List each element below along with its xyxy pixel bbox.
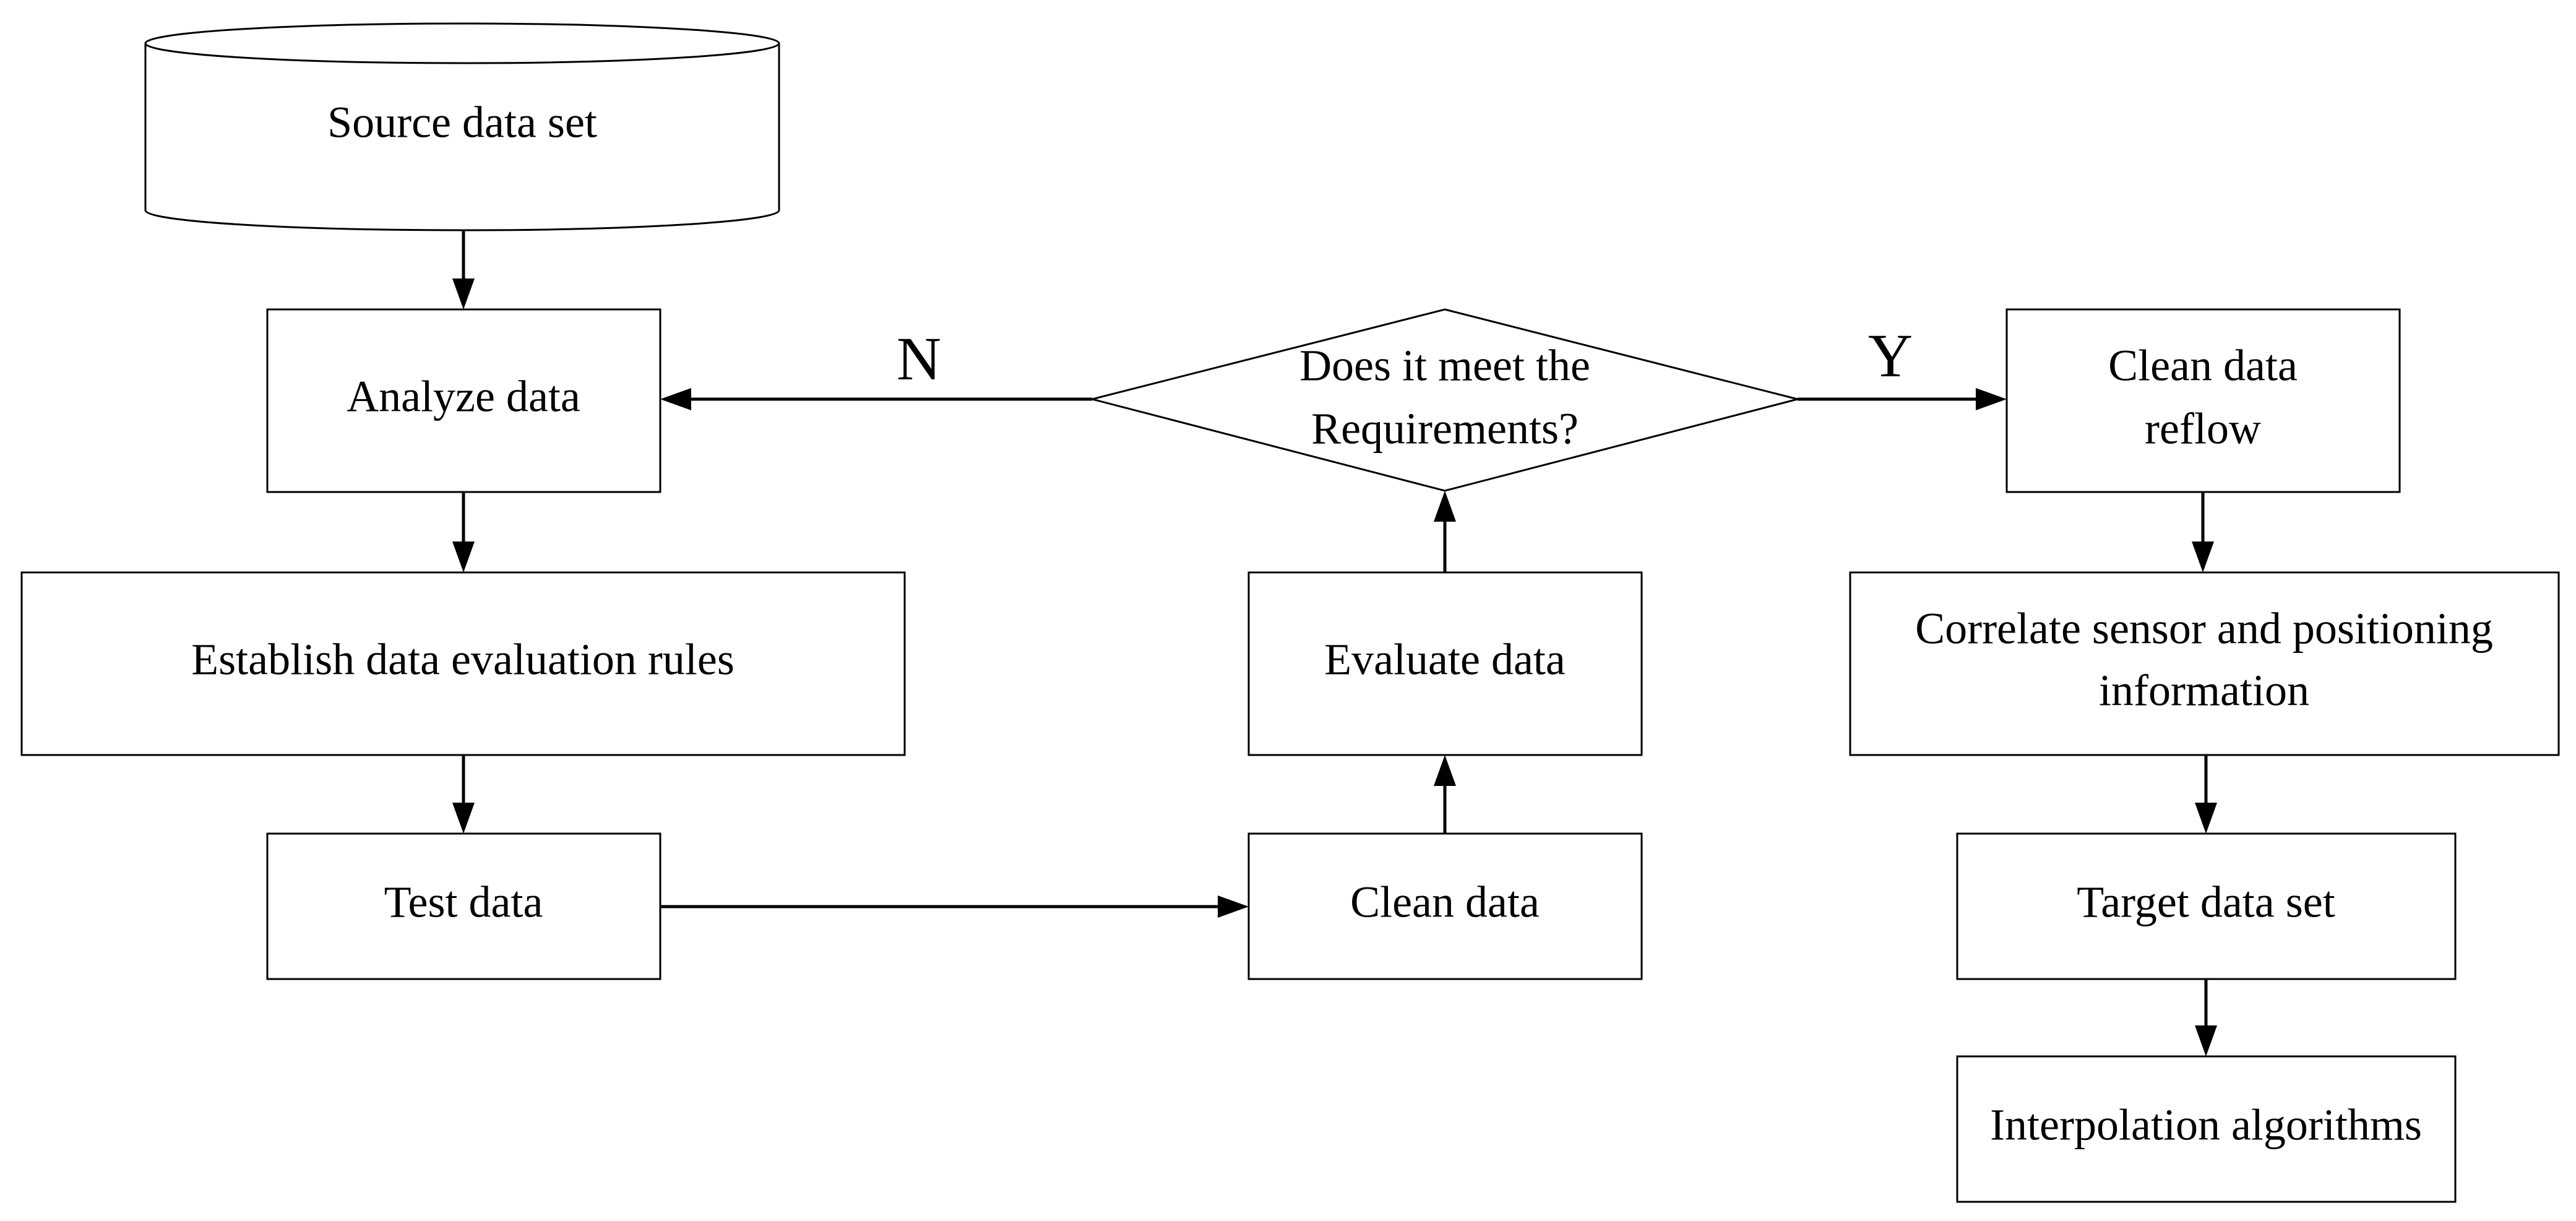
evaluate-data-label: Evaluate data [1324,635,1566,684]
target-data-set-label: Target data set [2077,878,2335,927]
interpolation-label: Interpolation algorithms [1990,1100,2422,1150]
correlate-label-line1: Correlate sensor and positioning [1915,604,2493,654]
test-data-label: Test data [384,878,543,927]
arrow-decision-to-reflow [1798,388,2007,410]
clean-data-reflow-node: Clean data reflow [2005,308,2401,493]
arrow-correlate-to-target [2195,755,2217,834]
arrow-establish-to-test [452,755,475,834]
branch-label-no: N [897,324,941,393]
source-data-set-node: Source data set [144,22,780,231]
clean-data-label: Clean data [1350,878,1540,927]
arrow-target-to-interpolation [2195,979,2217,1056]
interpolation-algorithms-node: Interpolation algorithms [1956,1055,2457,1203]
requirements-decision-node: Does it meet the Requirements? [1092,308,1798,492]
source-data-set-label: Source data set [327,98,597,147]
arrow-source-to-analyze [452,230,475,309]
correlate-sensor-node: Correlate sensor and positioning informa… [1849,571,2560,756]
test-data-node: Test data [266,832,661,980]
establish-rules-node: Establish data evaluation rules [20,571,906,756]
arrow-clean-to-evaluate [1434,755,1456,834]
establish-rules-label: Establish data evaluation rules [191,635,734,684]
arrow-analyze-to-establish [452,492,475,572]
branch-label-yes: Y [1868,321,1913,390]
arrow-reflow-to-correlate [2192,492,2214,572]
reflow-label-line2: reflow [2145,404,2261,454]
analyze-data-node: Analyze data [266,308,661,493]
arrow-decision-to-analyze [660,388,1092,410]
arrow-test-to-clean [660,895,1249,918]
arrow-evaluate-to-decision [1434,491,1456,572]
target-data-set-node: Target data set [1956,832,2457,980]
evaluate-data-node: Evaluate data [1247,571,1643,756]
analyze-data-label: Analyze data [347,372,580,421]
reflow-label-line1: Clean data [2108,341,2298,390]
correlate-label-line2: information [2099,666,2309,715]
clean-data-node: Clean data [1247,832,1643,980]
decision-label-line1: Does it meet the [1299,341,1590,390]
decision-label-line2: Requirements? [1311,404,1579,454]
